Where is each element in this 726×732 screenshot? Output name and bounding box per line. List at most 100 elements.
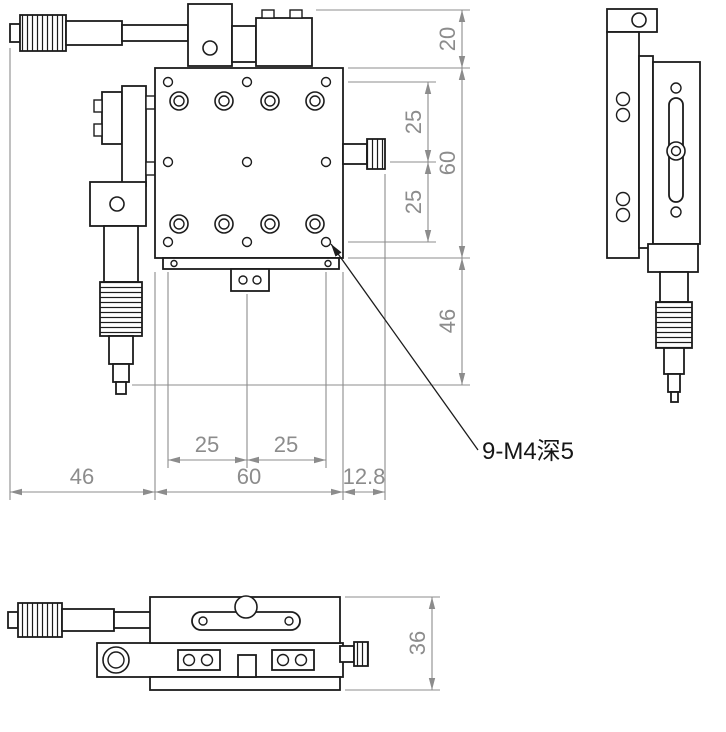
ratchet-cap xyxy=(9,23,21,43)
counterbore-hole-inner xyxy=(309,218,321,230)
counterbore-hole-inner xyxy=(218,218,230,230)
bracket-screw xyxy=(631,12,647,28)
bottom-micrometer xyxy=(7,602,153,638)
bearing-ball xyxy=(615,191,631,207)
slot-hole xyxy=(670,206,682,218)
bearing-ball xyxy=(615,91,631,107)
micrometer-sleeve xyxy=(61,608,115,632)
bearing-ball xyxy=(182,653,196,667)
dimensions: 20 60 46 25 25 25 25 46 60 12.8 36 xyxy=(9,9,470,691)
y-axis-micrometer xyxy=(89,85,156,395)
plate-hole xyxy=(324,259,332,268)
lock-knob-shaft xyxy=(339,645,355,663)
hole-callout-text: 9-M4深5 xyxy=(482,438,574,465)
bearing-ball xyxy=(200,653,214,667)
m4-hole xyxy=(320,236,332,248)
bottom-view xyxy=(7,595,369,691)
side-micrometer xyxy=(647,243,699,403)
bottom-tab xyxy=(230,268,270,292)
dim-pitch-bottom-left: 25 xyxy=(195,432,219,457)
m4-hole xyxy=(320,156,332,168)
counterbore-holes xyxy=(169,91,325,234)
m4-hole xyxy=(241,76,253,88)
front-view xyxy=(9,3,386,395)
center-tab xyxy=(237,654,257,678)
clamp-block xyxy=(647,243,699,273)
clamp-screw xyxy=(202,40,218,56)
clamp-block xyxy=(187,3,233,67)
m4-hole xyxy=(162,156,174,168)
dim-pitch-right-lower: 25 xyxy=(401,190,426,214)
dim-body-width: 60 xyxy=(237,464,261,489)
center-hole xyxy=(234,595,258,619)
counterbore-hole-inner xyxy=(264,95,276,107)
micrometer-thimble xyxy=(17,602,63,638)
ratchet-cap xyxy=(670,391,679,403)
counterbore-hole-inner xyxy=(309,95,321,107)
base-rail xyxy=(149,676,341,691)
screw-head xyxy=(93,99,103,113)
spindle-rod xyxy=(121,24,189,42)
dim-pitch-right-upper: 25 xyxy=(401,110,426,134)
side-block xyxy=(101,91,123,145)
stage-body xyxy=(154,67,386,292)
slot-hole xyxy=(198,616,208,626)
slot-hole xyxy=(670,82,682,94)
micrometer-sleeve xyxy=(659,271,689,303)
m4-hole xyxy=(162,236,174,248)
slot-hole xyxy=(284,616,294,626)
counterbore-hole-inner xyxy=(218,95,230,107)
lock-knob xyxy=(366,138,386,170)
tab-hole xyxy=(252,275,262,285)
bearing-ball xyxy=(276,653,290,667)
spindle-step xyxy=(108,335,134,365)
clamp-screw xyxy=(109,196,125,212)
dim-left-extent: 46 xyxy=(70,464,94,489)
tab-hole xyxy=(238,275,248,285)
end-bore-inner xyxy=(107,651,125,669)
dim-top-offset: 20 xyxy=(435,27,460,51)
plate-hole xyxy=(170,259,178,268)
lower-plate xyxy=(162,257,340,270)
counterbore-hole-inner xyxy=(264,218,276,230)
extension-lines xyxy=(9,9,470,691)
spindle-rod xyxy=(113,611,153,629)
dim-stage-thickness: 36 xyxy=(405,631,430,655)
mount-block xyxy=(255,17,313,67)
ratchet-cap xyxy=(115,381,127,395)
m4-tapped-holes xyxy=(162,76,332,248)
micrometer-thimble xyxy=(19,14,67,52)
bracket-tab xyxy=(145,161,156,176)
ratchet-cap xyxy=(7,611,19,629)
screw-head xyxy=(289,9,303,19)
micrometer-sleeve xyxy=(65,20,123,46)
m4-hole xyxy=(241,236,253,248)
dim-pitch-bottom-right: 25 xyxy=(274,432,298,457)
counterbore-hole-inner xyxy=(173,218,185,230)
hole-callout: 9-M4深5 xyxy=(330,243,574,465)
micrometer-thimble xyxy=(655,301,693,349)
bearing-ball xyxy=(294,653,308,667)
carriage-column xyxy=(606,31,640,259)
side-view xyxy=(606,8,701,403)
center-hole-inner xyxy=(670,145,682,157)
m4-hole xyxy=(320,76,332,88)
lock-knob-shaft xyxy=(342,143,368,165)
spindle-tip xyxy=(667,373,681,393)
counterbore-hole-inner xyxy=(173,95,185,107)
screw-head xyxy=(93,123,103,137)
m4-hole xyxy=(162,76,174,88)
bearing-ball xyxy=(615,207,631,223)
m4-hole xyxy=(241,156,253,168)
spindle-step xyxy=(663,347,685,375)
bracket-plate xyxy=(121,85,147,187)
dim-body-height: 60 xyxy=(435,151,460,175)
leader-line xyxy=(330,243,479,451)
dim-knob-offset: 12.8 xyxy=(343,464,386,489)
spindle-tip xyxy=(112,363,130,383)
bearing-ball xyxy=(615,107,631,123)
mid-plate xyxy=(638,55,654,249)
lock-knob xyxy=(353,641,369,667)
